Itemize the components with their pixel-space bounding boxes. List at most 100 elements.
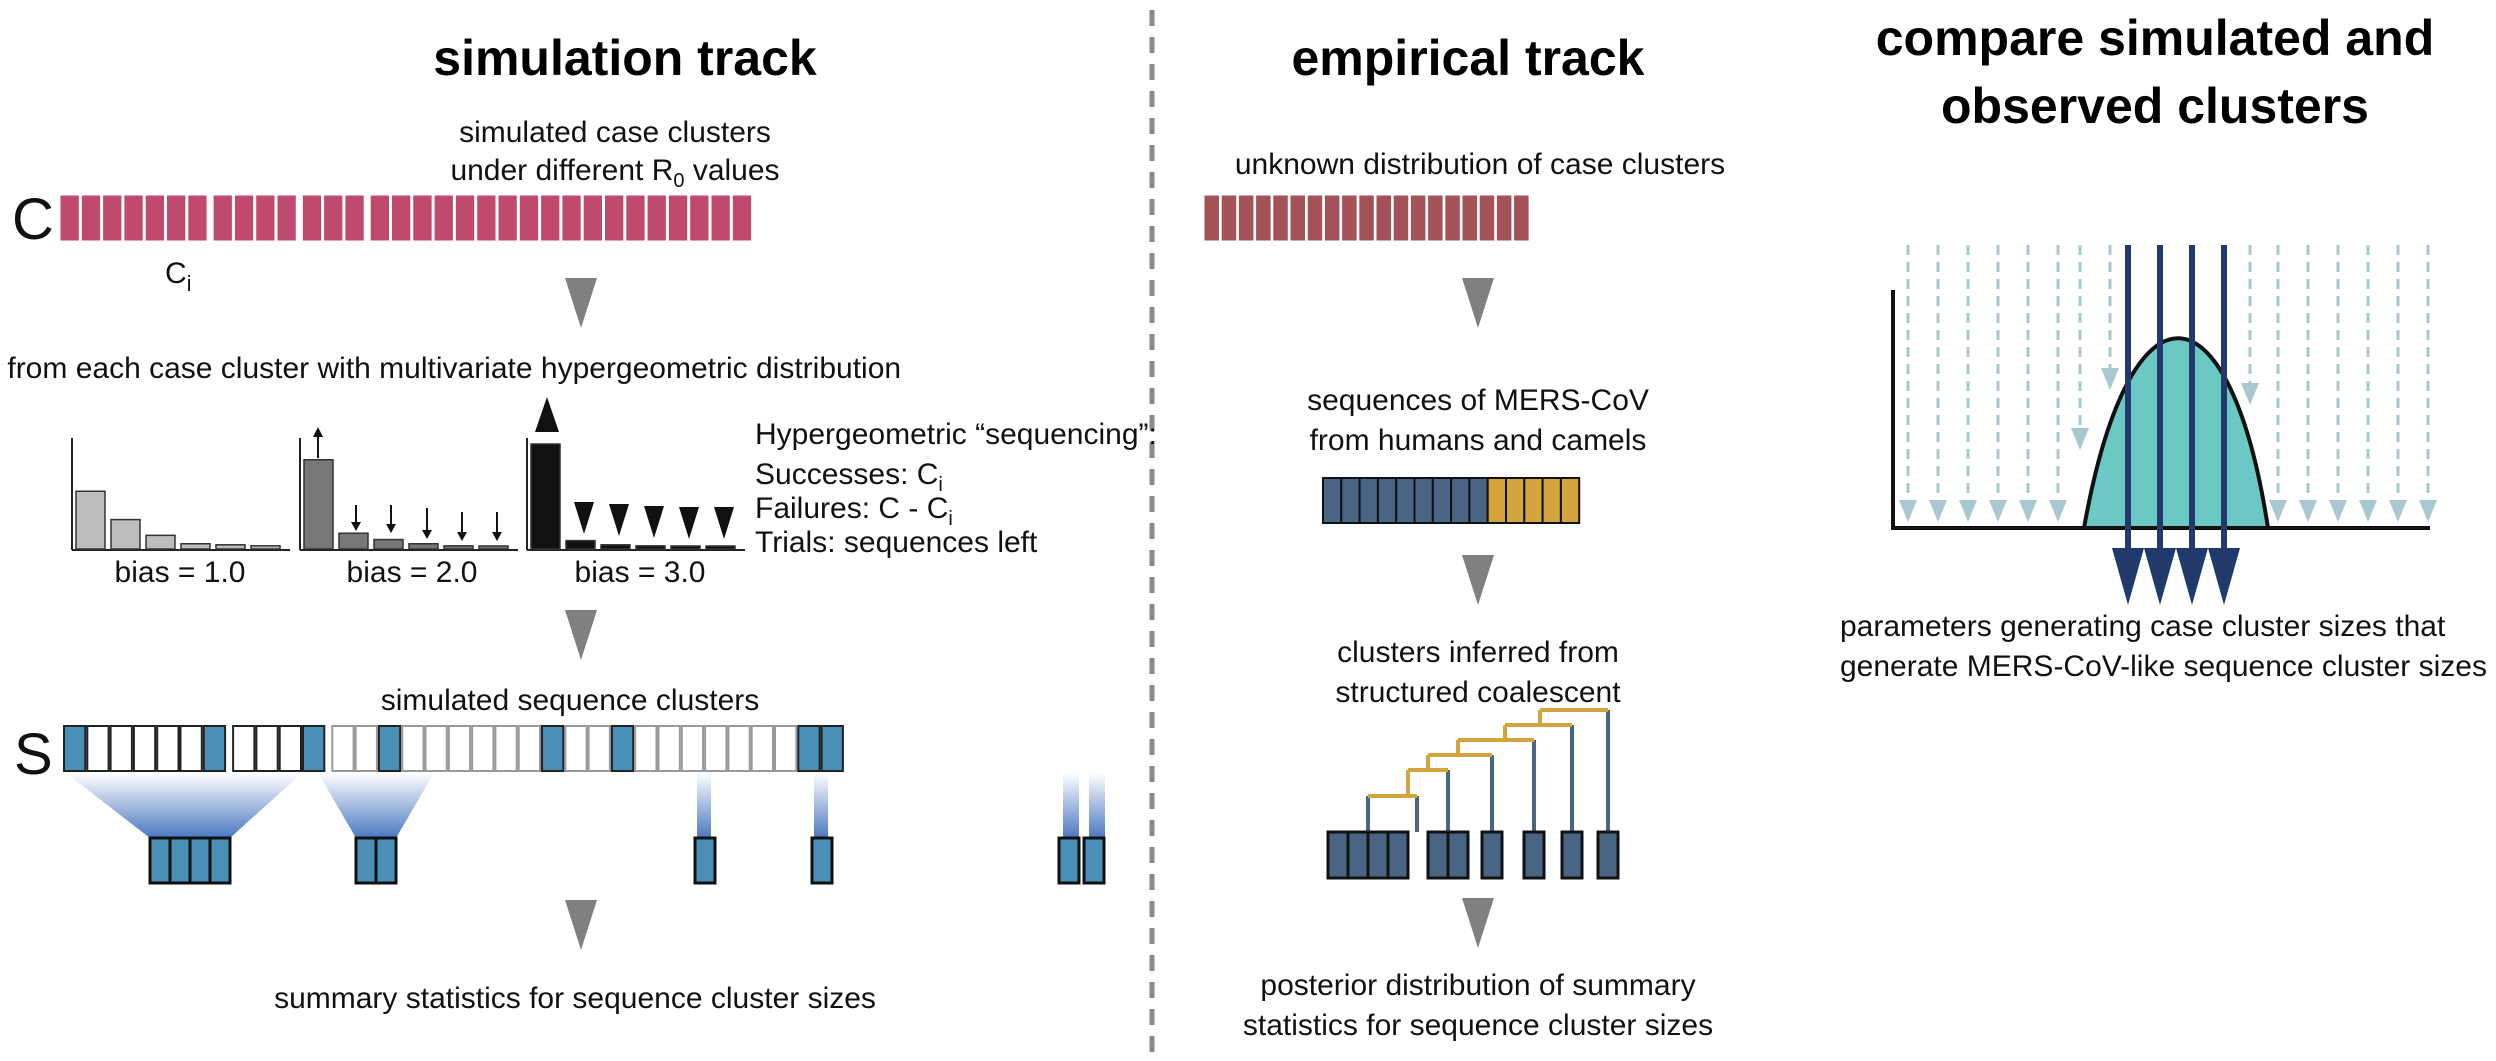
accepted-arrow-head: [2176, 548, 2208, 605]
case-cell: [323, 194, 344, 242]
simulated-case-clusters-label: simulated case clusters: [459, 116, 771, 149]
clusters-inferred-line1: clusters inferred from: [1337, 636, 1619, 669]
c-label: C: [12, 187, 54, 252]
sequence-text: “sequence” from each case cluster with m…: [0, 352, 901, 385]
sim-arrow-1: [565, 278, 597, 328]
rejected-dashed-head: [1929, 500, 1947, 522]
accepted-parameter-arrows: [2112, 245, 2240, 605]
unsequenced-cell: [657, 725, 681, 772]
sequenced-cell: [541, 725, 565, 772]
bias-bar: [215, 544, 246, 550]
sequenced-cell: [202, 725, 227, 772]
empirical-case-cell: [1478, 194, 1496, 242]
empirical-case-cell: [1358, 194, 1375, 242]
r0-values-label: under different R0 values: [450, 154, 779, 192]
case-cell: [369, 194, 391, 242]
funnel-3: [697, 773, 711, 838]
hypergeometric-title: Hypergeometric “sequencing”:: [755, 418, 1157, 451]
bias-bar: [443, 545, 474, 550]
empirical-case-cell: [1237, 194, 1255, 242]
inferred-cluster-cell: [1560, 830, 1584, 880]
sequenced-cell: [377, 725, 402, 772]
empirical-case-cell: [1255, 194, 1272, 242]
bias-bar: [478, 545, 509, 550]
human-sequence-cell: [1468, 477, 1489, 524]
unsequenced-cell: [634, 725, 658, 772]
inferred-cluster-cell: [1596, 830, 1620, 880]
bias-bar: [530, 443, 561, 550]
bias-bar: [250, 545, 281, 550]
bias-bar: [303, 459, 334, 550]
inferred-cluster-cell: [1326, 830, 1350, 880]
rejected-dashed-head: [2101, 368, 2119, 390]
bias-bar: [670, 545, 701, 550]
inferred-cluster-cell: [1480, 830, 1504, 880]
empirical-case-cell: [1289, 194, 1306, 242]
rejected-dashed-head: [1899, 500, 1917, 522]
sequence-cluster-cell: [810, 836, 834, 885]
bias-bar: [408, 543, 439, 550]
inferred-cluster-cell: [1446, 830, 1470, 880]
empirical-case-cell: [1323, 194, 1341, 242]
inferred-cluster-cell: [1426, 830, 1450, 880]
unsequenced-cell: [471, 725, 495, 772]
emp-arrow-2: [1462, 555, 1494, 605]
mers-sequence-row: [1322, 477, 1581, 524]
sequence-cluster-cell: [1057, 836, 1081, 885]
compare-axes: [1891, 290, 2430, 530]
unsequenced-cell: [704, 725, 728, 772]
case-cell: [301, 194, 323, 242]
case-cell: [144, 194, 165, 242]
case-cell: [123, 194, 144, 242]
sequence-cluster-cell: [208, 836, 232, 885]
unsequenced-cell: [750, 725, 775, 772]
case-cell: [518, 194, 540, 242]
case-cell: [80, 194, 102, 242]
empirical-case-cell: [1513, 194, 1530, 242]
unknown-distribution-label: unknown distribution of case clusters: [1235, 148, 1725, 181]
unsequenced-cell: [680, 725, 705, 772]
coalescent-tree: [1366, 708, 1610, 832]
sequenced-cell: [820, 725, 844, 772]
empirical-case-cell: [1427, 194, 1444, 242]
unsequenced-cell: [232, 725, 256, 772]
case-cell: [731, 194, 753, 242]
bias-bar: [600, 544, 631, 550]
human-sequence-cell: [1450, 477, 1471, 524]
rejected-dashed-head: [2299, 500, 2317, 522]
sequence-cluster-cell: [374, 836, 398, 885]
camel-sequence-cell: [1505, 477, 1526, 524]
unsequenced-cell: [179, 725, 203, 772]
human-sequence-cell: [1431, 477, 1453, 524]
bias-label-3: bias = 3.0: [575, 556, 706, 589]
accepted-arrow-head: [2112, 548, 2144, 605]
inferred-cluster-leaves: [1326, 830, 1620, 880]
ci-label: Ci: [165, 257, 192, 296]
case-cell: [255, 194, 276, 242]
bias-label-1: bias = 1.0: [115, 556, 246, 589]
camel-sequence-cell: [1541, 477, 1562, 524]
empirical-case-cell: [1409, 194, 1427, 242]
bias-bar: [110, 518, 141, 550]
rejected-dashed-head: [2329, 500, 2347, 522]
simulated-sequence-row: [63, 725, 844, 772]
unsequenced-cell: [727, 725, 751, 772]
case-cell: [276, 194, 297, 242]
case-cell: [710, 194, 731, 242]
camel-sequence-cell: [1559, 477, 1581, 524]
unsequenced-cell: [774, 725, 798, 772]
empirical-case-cell: [1272, 194, 1289, 242]
unsequenced-cell: [255, 725, 279, 772]
unsequenced-cell: [156, 725, 180, 772]
unsequenced-cell: [109, 725, 133, 772]
rejected-dashed-head: [2019, 500, 2037, 522]
simulated-case-row: [59, 194, 753, 242]
bias-bar: [565, 539, 596, 550]
failures-label: Failures: C - Ci: [755, 492, 953, 530]
case-cell: [625, 194, 646, 242]
dashed-arrows: [1899, 245, 2437, 522]
unsequenced-cell: [564, 725, 588, 772]
empirical-case-cell: [1306, 194, 1324, 242]
sequences-mers-line2: from humans and camels: [1310, 424, 1647, 457]
